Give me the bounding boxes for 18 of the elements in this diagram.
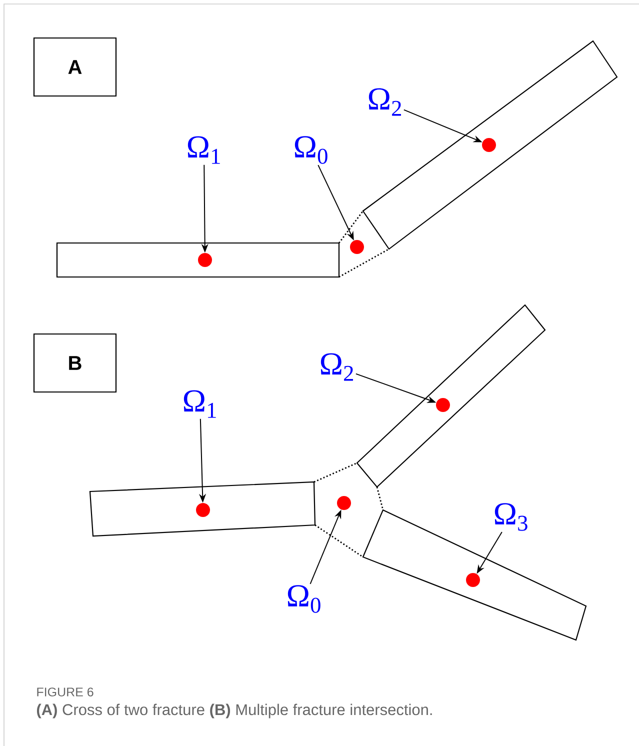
region-dot [466, 573, 480, 587]
region-label: Ω$_{1}$ [184, 390, 216, 418]
panel-label: A [33, 37, 117, 97]
figure-number: FIGURE 6 [37, 688, 94, 696]
region-dot [198, 253, 212, 267]
panel-label: B [33, 333, 117, 393]
region-label: Ω$_{2}$ [320, 353, 353, 381]
region-label: Ω$_{3}$ [494, 503, 528, 531]
region-dot [350, 240, 364, 254]
region-label: Ω$_{1}$ [188, 136, 220, 164]
region-dot [196, 503, 210, 517]
region-label: Ω$_{0}$ [294, 136, 328, 164]
region-dot [337, 496, 351, 510]
region-dot [436, 398, 450, 412]
caption: (A) Cross of two fracture (B) Multiple fracture intersection. [36, 704, 432, 718]
region-dot [482, 138, 496, 152]
region-label: Ω$_{2}$ [368, 88, 401, 116]
region-label: Ω$_{0}$ [288, 585, 320, 613]
